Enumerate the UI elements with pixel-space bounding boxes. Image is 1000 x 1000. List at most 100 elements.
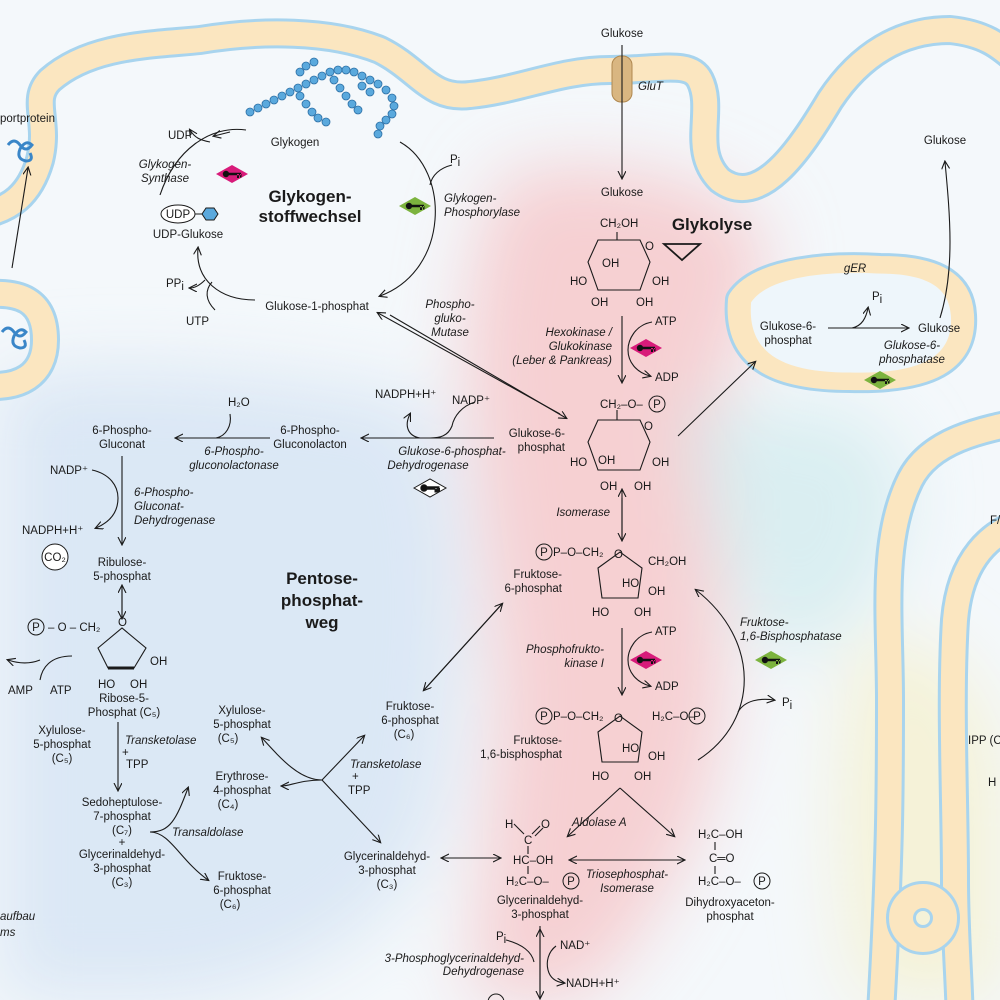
tk-label-1: Transketolase (125, 735, 196, 747)
protein-coil-icon (0, 139, 34, 350)
f6p-low-2: 6-phosphat (213, 885, 271, 897)
nad-label: NAD⁺ (560, 940, 590, 952)
ppi-release-arrow (190, 279, 206, 288)
g6p-oh-3: OH (634, 481, 651, 493)
pgdh-label-1: 6-Phospho- (134, 487, 194, 499)
atp-1: ATP (655, 316, 677, 328)
synthase-label-1: Glykogen- (139, 159, 192, 171)
er-g6p-1: Glukose-6- (760, 321, 816, 333)
cell-membrane (0, 15, 1000, 226)
f6p-ring-o: O (614, 549, 623, 561)
f6p-mid-3: (C₆) (394, 729, 415, 741)
gap-o: O (541, 819, 550, 831)
ribose-och2: – O – CH₂ (48, 622, 100, 634)
fbpase-label-2: 1,6-Bisphosphatase (740, 631, 842, 643)
g6p-oh-1: OH (652, 457, 669, 469)
tk-label-2: + (122, 747, 129, 759)
transport-arrow (11, 168, 28, 269)
glucose-oh-1: OH (652, 276, 669, 288)
nadph2-label: NADPH+H⁺ (22, 525, 83, 537)
pentose-title-3: weg (304, 613, 338, 632)
ribose-ho: HO (98, 679, 115, 691)
s7p-plus: + (119, 837, 126, 849)
glucose-oh-3: OH (636, 297, 653, 309)
tk2-to-gap (321, 779, 380, 842)
utp-label: UTP (186, 316, 209, 328)
glucose-extracellular: Glukose (601, 28, 643, 40)
f16bp-pock2: P–O–CH₂ (553, 711, 603, 723)
h2o-entry (215, 413, 231, 439)
hexokinase-label-3: (Leber & Pankreas) (512, 355, 612, 367)
f6p-mid-2: 6-phosphat (381, 715, 439, 727)
ribose-phosphate: P (32, 622, 40, 634)
aldolase-arrow-left (568, 787, 621, 836)
edge-h2: H (988, 777, 996, 789)
g6p-ch2o: CH₂–O– (600, 399, 643, 411)
dhap-label-1: Dihydroxyaceton- (685, 897, 775, 909)
fbpase-pi: Pi (782, 697, 792, 712)
f6p-ring: P P–O–CH₂ O CH₂OH HO OH HO OH (535, 543, 686, 619)
f6p-ch2oh: CH₂OH (648, 556, 686, 568)
gapdh-label-1: 3-Phosphoglycerinaldehyd- (385, 953, 525, 965)
tk2-to-f6p (321, 736, 364, 781)
dhap-phosphate: P (758, 876, 766, 888)
atp-adp-arc-1 (627, 321, 652, 376)
glucose-oh-2: OH (591, 297, 608, 309)
f16bp-oh-2: OH (634, 771, 651, 783)
s7p-label-1: Sedoheptulose- (82, 797, 163, 809)
lacton-label-1: 6-Phospho- (280, 425, 340, 437)
nadph-label: NADPH+H⁺ (375, 389, 436, 401)
f16bp-ring: P P–O–CH₂ O H₂C–O– P HO OH HO OH (535, 707, 706, 783)
phosphorylase-label-2: Phosphorylase (444, 207, 520, 219)
er-compartment (724, 252, 978, 394)
udp-product: UDP (168, 130, 193, 142)
co2-label: CO₂ (44, 552, 66, 564)
tim-label-2: Isomerase (600, 883, 654, 895)
key-icon (216, 165, 248, 183)
atp-label-ppp: ATP (50, 685, 72, 697)
next-phosphate-partial (487, 993, 505, 1000)
h2o-label: H₂O (228, 397, 250, 409)
glucose-export-arrow (939, 162, 951, 319)
glucose-hex-icon (201, 207, 219, 221)
glycogen-phosphorylase-arc (380, 141, 436, 296)
f16bp-ring-o: O (614, 713, 623, 725)
e4p-label-2: 4-phosphat (213, 785, 271, 797)
ru5p-label-2: 5-phosphat (93, 571, 151, 583)
g6p-ring: CH₂–O– P O HO OH OH OH OH (570, 395, 669, 493)
f6p-mid-1: Fruktose- (386, 701, 435, 713)
pfk-label-1: Phosphofrukto- (526, 644, 604, 656)
phosphorylase-label-1: Glykogen- (444, 193, 497, 205)
g6p-ho: HO (570, 457, 587, 469)
glucose-exported: Glukose (924, 135, 966, 147)
f6p-oh-1: OH (648, 586, 665, 598)
gap-h2c: H₂C–O– (506, 876, 549, 888)
f16bp-label-2: 1,6-bisphosphat (480, 749, 563, 761)
fbpase-label-1: Fruktose- (740, 617, 789, 629)
er-pi: Pi (872, 291, 882, 306)
f6p-ho-2: HO (592, 607, 609, 619)
pentose-title-2: phosphat- (281, 591, 363, 610)
pfk-label-2: kinase I (564, 658, 604, 670)
fbpase-arc (696, 590, 745, 761)
membrane-right (866, 410, 1000, 1000)
gapdh-pi: Pi (496, 931, 506, 946)
adp-1: ADP (655, 372, 679, 384)
gap-c: C (524, 835, 532, 847)
tk2-label-1: Transketolase (350, 759, 421, 771)
f6p-low-3: (C₆) (220, 899, 241, 911)
dhap-c-o: C═O (709, 853, 734, 865)
r5p-label-2: Phosphat (C₅) (88, 707, 161, 719)
pi-entry (429, 164, 453, 186)
tk2-label-2: + (352, 771, 359, 783)
er-glucose: Glukose (918, 323, 960, 335)
dhap-structure: H₂C–OH C═O H₂C–O– P (698, 829, 771, 890)
f16bp-ho-2: HO (592, 771, 609, 783)
gap-left-2: 3-phosphat (93, 863, 151, 875)
gap-mid-2: 3-phosphat (358, 865, 416, 877)
transport-protein-label: portprotein (0, 113, 55, 125)
s7p-label-2: 7-phosphat (93, 811, 151, 823)
xu5p-left-2: 5-phosphat (33, 739, 91, 751)
transaldolase-label: Transaldolase (172, 827, 243, 839)
utp-entry (206, 281, 216, 311)
